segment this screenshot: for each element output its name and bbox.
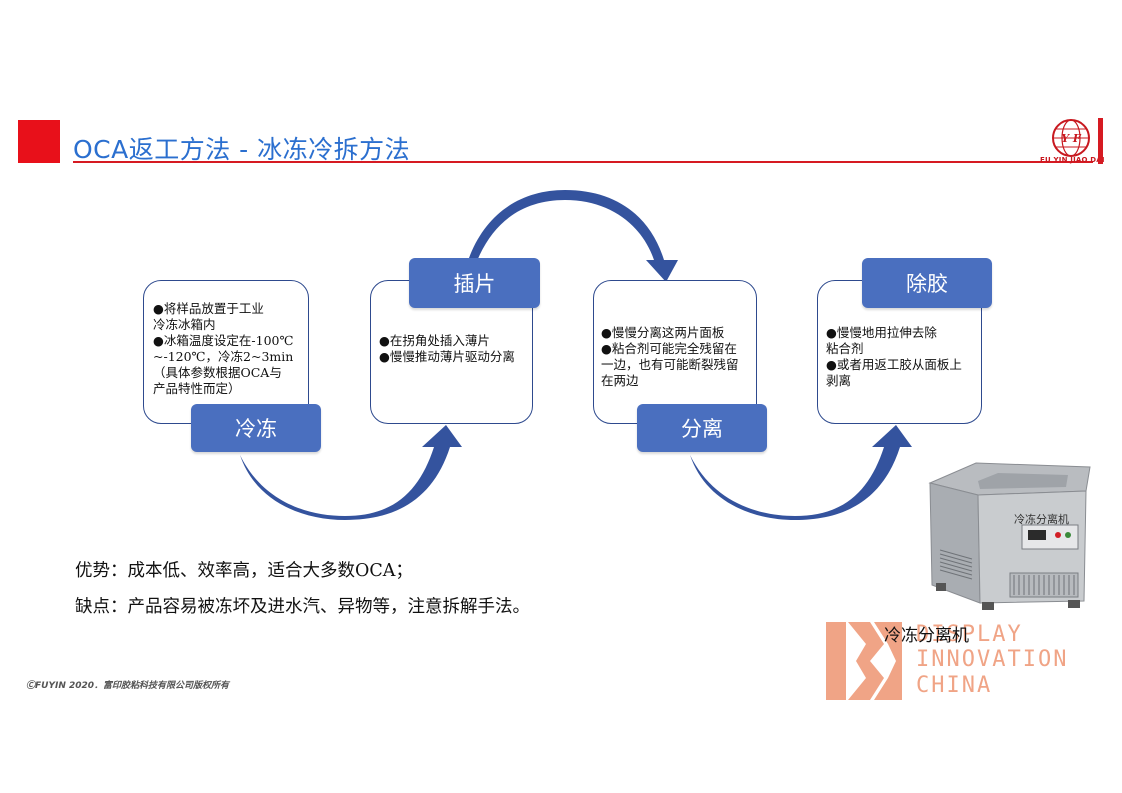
header-red-block <box>18 120 60 163</box>
step-line: ●慢慢推动薄片驱动分离 <box>379 349 515 364</box>
arrow-insert-to-separate <box>462 190 678 282</box>
watermark-line-2: INNOVATION <box>916 647 1069 672</box>
step-line: 在两边 <box>601 373 639 388</box>
watermark-line-1: DISPLAY <box>916 622 1023 647</box>
step-line: 剥离 <box>826 373 852 388</box>
page-title: OCA返工方法 - 冰冻冷拆方法 <box>73 135 411 164</box>
step-line: ●冰箱温度设定在-100℃ <box>153 333 294 348</box>
step-line: ●粘合剂可能完全残留在 <box>601 341 737 356</box>
step-line: ●将样品放置于工业 <box>153 301 264 316</box>
step-line: 产品特性而定） <box>153 381 241 396</box>
logo-text: FU YIN JIAO DAI <box>1040 156 1105 164</box>
disadvantages-text: 缺点：产品容易被冻坏及进水汽、异物等，注意拆解手法。 <box>75 597 530 617</box>
watermark-logo <box>826 622 902 700</box>
step-line: 粘合剂 <box>826 341 864 356</box>
company-logo: Y F <box>1052 119 1090 157</box>
header-right-bar <box>1098 118 1103 164</box>
step-box-freeze: ●将样品放置于工业 冷冻冰箱内 ●冰箱温度设定在-100℃ ~-120℃，冷冻2… <box>143 280 309 424</box>
step-label-strip: 除胶 <box>862 258 992 308</box>
freeze-separator-machine-image: 冷冻分离机 <box>918 455 1094 620</box>
step-label-insert: 插片 <box>409 258 540 308</box>
step-line: ●慢慢地用拉伸去除 <box>826 325 937 340</box>
arrow-freeze-to-insert <box>240 425 462 520</box>
title-underline <box>73 161 1093 163</box>
step-line: ~-120℃，冷冻2~3min <box>153 349 294 364</box>
advantages-text: 优势：成本低、效率高，适合大多数OCA； <box>75 561 413 581</box>
step-line: ●或者用返工胶从面板上 <box>826 357 962 372</box>
step-box-separate: ●慢慢分离这两片面板 ●粘合剂可能完全残留在 一边，也有可能断裂残留 在两边 <box>593 280 757 424</box>
step-line: ●慢慢分离这两片面板 <box>601 325 725 340</box>
step-line: 冷冻冰箱内 <box>153 317 216 332</box>
copyright-text: ⒸFUYIN 2020．富印胶粘科技有限公司版权所有 <box>26 681 230 691</box>
arrow-separate-to-strip <box>690 425 912 520</box>
logo-mark: Y F <box>1061 132 1082 145</box>
step-line: ●在拐角处插入薄片 <box>379 333 490 348</box>
step-label-separate: 分离 <box>637 404 767 452</box>
step-label-freeze: 冷冻 <box>191 404 321 452</box>
step-line: （具体参数根据OCA与 <box>153 365 282 380</box>
step-line: 一边，也有可能断裂残留 <box>601 357 739 372</box>
machine-panel-label: 冷冻分离机 <box>1014 512 1069 526</box>
machine-caption: 冷冻分离机 <box>884 626 969 646</box>
watermark-line-3: CHINA <box>916 673 993 698</box>
